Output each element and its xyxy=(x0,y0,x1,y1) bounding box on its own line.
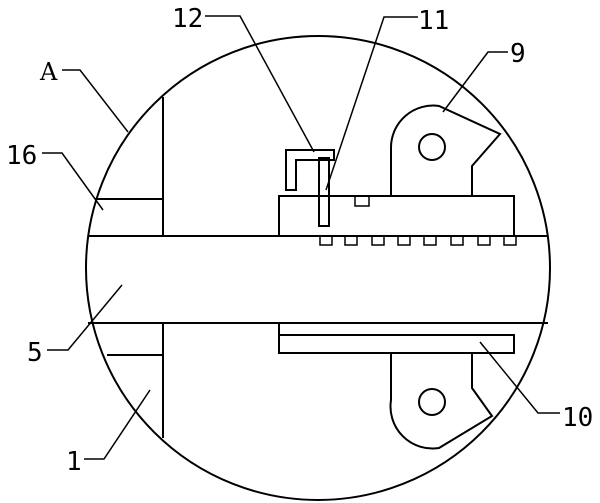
label-12: 12 xyxy=(172,4,203,34)
rack-slot-indicator xyxy=(354,195,370,207)
label-10: 10 xyxy=(562,403,593,433)
rack-tooth xyxy=(344,235,358,246)
leader-line-12 xyxy=(205,15,315,153)
lower-pivot-bracket xyxy=(389,353,494,450)
leader-line-5 xyxy=(47,284,123,351)
rack-tooth xyxy=(397,235,411,246)
label-16: 16 xyxy=(6,141,37,171)
rack-teeth xyxy=(319,235,517,246)
upper-pivot-bracket-part-9 xyxy=(389,104,502,196)
rack-tooth xyxy=(371,235,385,246)
leader-line-9 xyxy=(442,51,508,113)
leader-line-11 xyxy=(325,16,418,191)
lower-pivot-hole xyxy=(418,388,446,416)
rack-tooth xyxy=(450,235,464,246)
pin-part-11 xyxy=(318,157,330,227)
leader-line-a xyxy=(62,69,129,133)
rack-tooth xyxy=(319,235,333,246)
lower-plate-part-10 xyxy=(278,334,515,354)
upper-rack-block xyxy=(278,195,515,237)
leader-line-10 xyxy=(479,341,560,414)
label-9: 9 xyxy=(510,39,526,69)
upper-pivot-hole xyxy=(418,133,446,161)
detail-circle-outline xyxy=(85,35,551,501)
leader-line-16 xyxy=(42,152,104,211)
hook-bracket-part-12 xyxy=(285,149,335,191)
leader-line-1 xyxy=(84,389,151,460)
rack-tooth xyxy=(503,235,517,246)
label-11: 11 xyxy=(418,6,449,36)
label-5: 5 xyxy=(27,338,43,368)
label-a: A xyxy=(39,58,58,86)
label-1: 1 xyxy=(66,447,82,477)
rack-tooth xyxy=(477,235,491,246)
rack-tooth xyxy=(423,235,437,246)
